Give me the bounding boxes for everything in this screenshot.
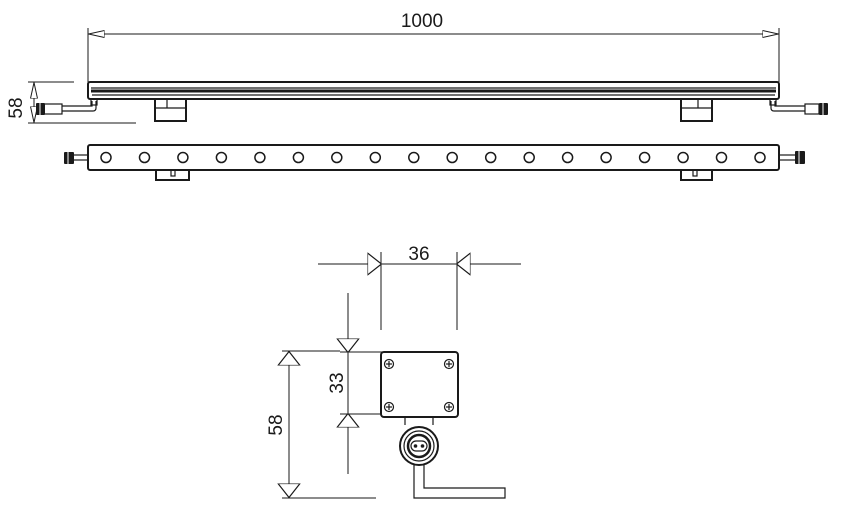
led-hole — [369, 151, 382, 164]
led-hole — [408, 151, 420, 164]
mounting-bracket-right — [680, 98, 713, 122]
top-left-connector — [64, 152, 88, 164]
side-view: 1000 58 — [6, 11, 828, 124]
width-dimension-label: 36 — [408, 244, 429, 265]
mounting-plate — [380, 351, 459, 425]
led-hole — [600, 151, 612, 164]
top-right-connector — [779, 151, 805, 164]
right-cable-connector — [770, 101, 828, 115]
led-hole — [292, 151, 305, 164]
plate-height-dimension-label: 33 — [327, 372, 348, 393]
top-bracket-left — [155, 169, 190, 181]
height-dimension-label: 58 — [6, 97, 27, 118]
light-bar-side — [87, 81, 780, 106]
length-dimension-label: 1000 — [401, 11, 443, 32]
plate-height-dimension: 33 — [327, 293, 382, 474]
screw-bottom-left — [383, 401, 395, 413]
led-hole — [715, 151, 728, 164]
led-hole — [254, 151, 266, 164]
screw-top-left — [383, 358, 395, 370]
led-hole — [561, 151, 574, 164]
led-hole — [215, 151, 228, 164]
light-bar-top — [87, 144, 780, 171]
led-hole — [754, 151, 766, 164]
screw-top-right — [443, 358, 455, 370]
length-dimension: 1000 — [87, 11, 780, 82]
led-hole — [177, 151, 189, 164]
led-hole — [638, 151, 651, 164]
led-hole — [523, 151, 535, 164]
led-hole — [100, 151, 112, 164]
led-hole — [138, 151, 151, 164]
led-hole — [677, 151, 689, 164]
width-dimension: 36 — [318, 244, 521, 330]
end-cable — [413, 465, 506, 499]
total-height-dimension: 58 — [266, 350, 376, 499]
top-view — [64, 144, 805, 181]
led-hole — [331, 151, 343, 164]
led-hole — [484, 151, 497, 164]
left-cable-connector — [36, 101, 97, 115]
top-bracket-right — [680, 169, 713, 181]
led-holes — [100, 151, 766, 164]
led-hole — [446, 151, 458, 164]
mounting-bracket-left — [154, 98, 187, 122]
end-connector — [399, 426, 439, 466]
end-view: 36 33 58 — [266, 244, 521, 499]
height-dimension: 58 — [6, 81, 136, 124]
screw-bottom-right — [443, 401, 455, 413]
total-height-dimension-label: 58 — [266, 414, 287, 435]
